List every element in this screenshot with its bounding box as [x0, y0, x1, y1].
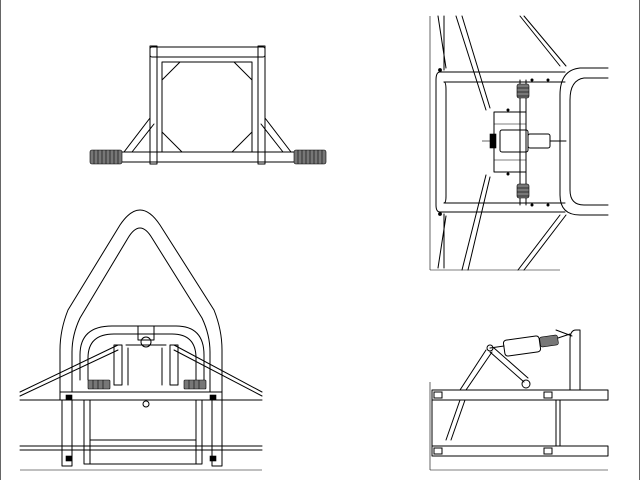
front-view-braces [123, 117, 292, 153]
top-view-boundary [429, 16, 560, 271]
rear-elevation-uprights [113, 344, 179, 386]
front-view-posts [149, 45, 266, 165]
rear-elevation-left-spring-icon [87, 379, 111, 390]
rear-elevation-hub-icon [125, 325, 167, 348]
front-view-axle-bar [111, 151, 303, 163]
rear-elevation-stays [19, 344, 263, 397]
front-view-right-spring-icon [293, 149, 327, 165]
top-view-frame-rails [435, 71, 566, 213]
top-view-lower-spring-icon [516, 183, 530, 199]
top-view [429, 15, 609, 271]
side-view-boundary [429, 382, 608, 471]
front-view [89, 45, 327, 165]
front-view-inner-frame [161, 61, 253, 153]
top-view-tie-rods [437, 15, 567, 271]
front-view-gussets [161, 61, 253, 153]
rear-elevation-right-spring-icon [183, 379, 207, 390]
front-view-top-bar [149, 46, 266, 58]
side-view-shock-absorber-icon [486, 333, 571, 357]
top-view-damper-assembly [482, 111, 567, 173]
rear-elevation-roll-hoop-outer [59, 209, 223, 393]
top-view-mount-points [438, 68, 550, 216]
top-view-hoop-inner [569, 77, 609, 206]
rear-elevation-view [19, 209, 263, 471]
rear-elevation-roll-hoop-inner [71, 227, 211, 393]
side-view-rear-upright [555, 329, 581, 391]
side-view [429, 329, 609, 471]
side-view-linkage [445, 347, 531, 441]
rear-elevation-axle-caps [65, 394, 217, 462]
front-view-left-spring-icon [89, 149, 123, 165]
top-view-hoop-outer [559, 67, 609, 216]
side-view-chassis-rails [431, 389, 609, 457]
top-view-upper-spring-icon [516, 83, 530, 99]
rear-elevation-chassis-frame [19, 391, 263, 467]
